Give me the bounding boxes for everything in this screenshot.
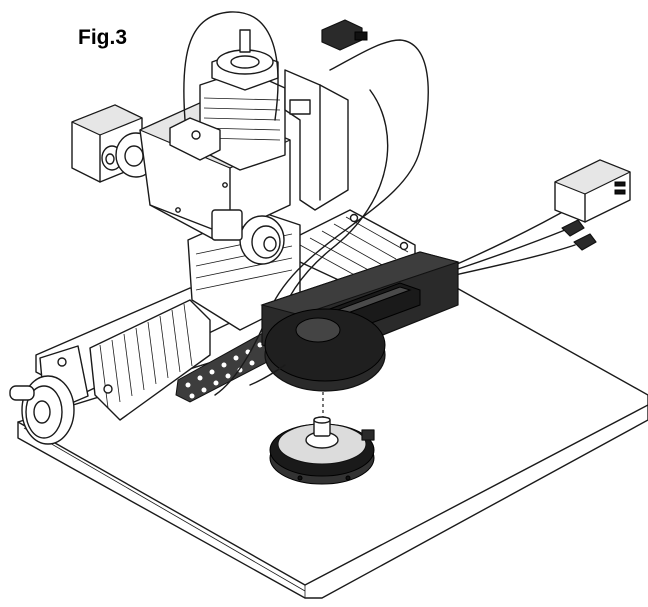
- top-motor: [169, 29, 349, 211]
- rotary-table: [249, 251, 460, 392]
- x-axis-slide: [9, 287, 237, 445]
- chuck-disc: [269, 416, 375, 485]
- power-cables: [454, 159, 631, 276]
- figure-label: Fig.3: [78, 26, 128, 49]
- stepper-motor: [71, 104, 157, 183]
